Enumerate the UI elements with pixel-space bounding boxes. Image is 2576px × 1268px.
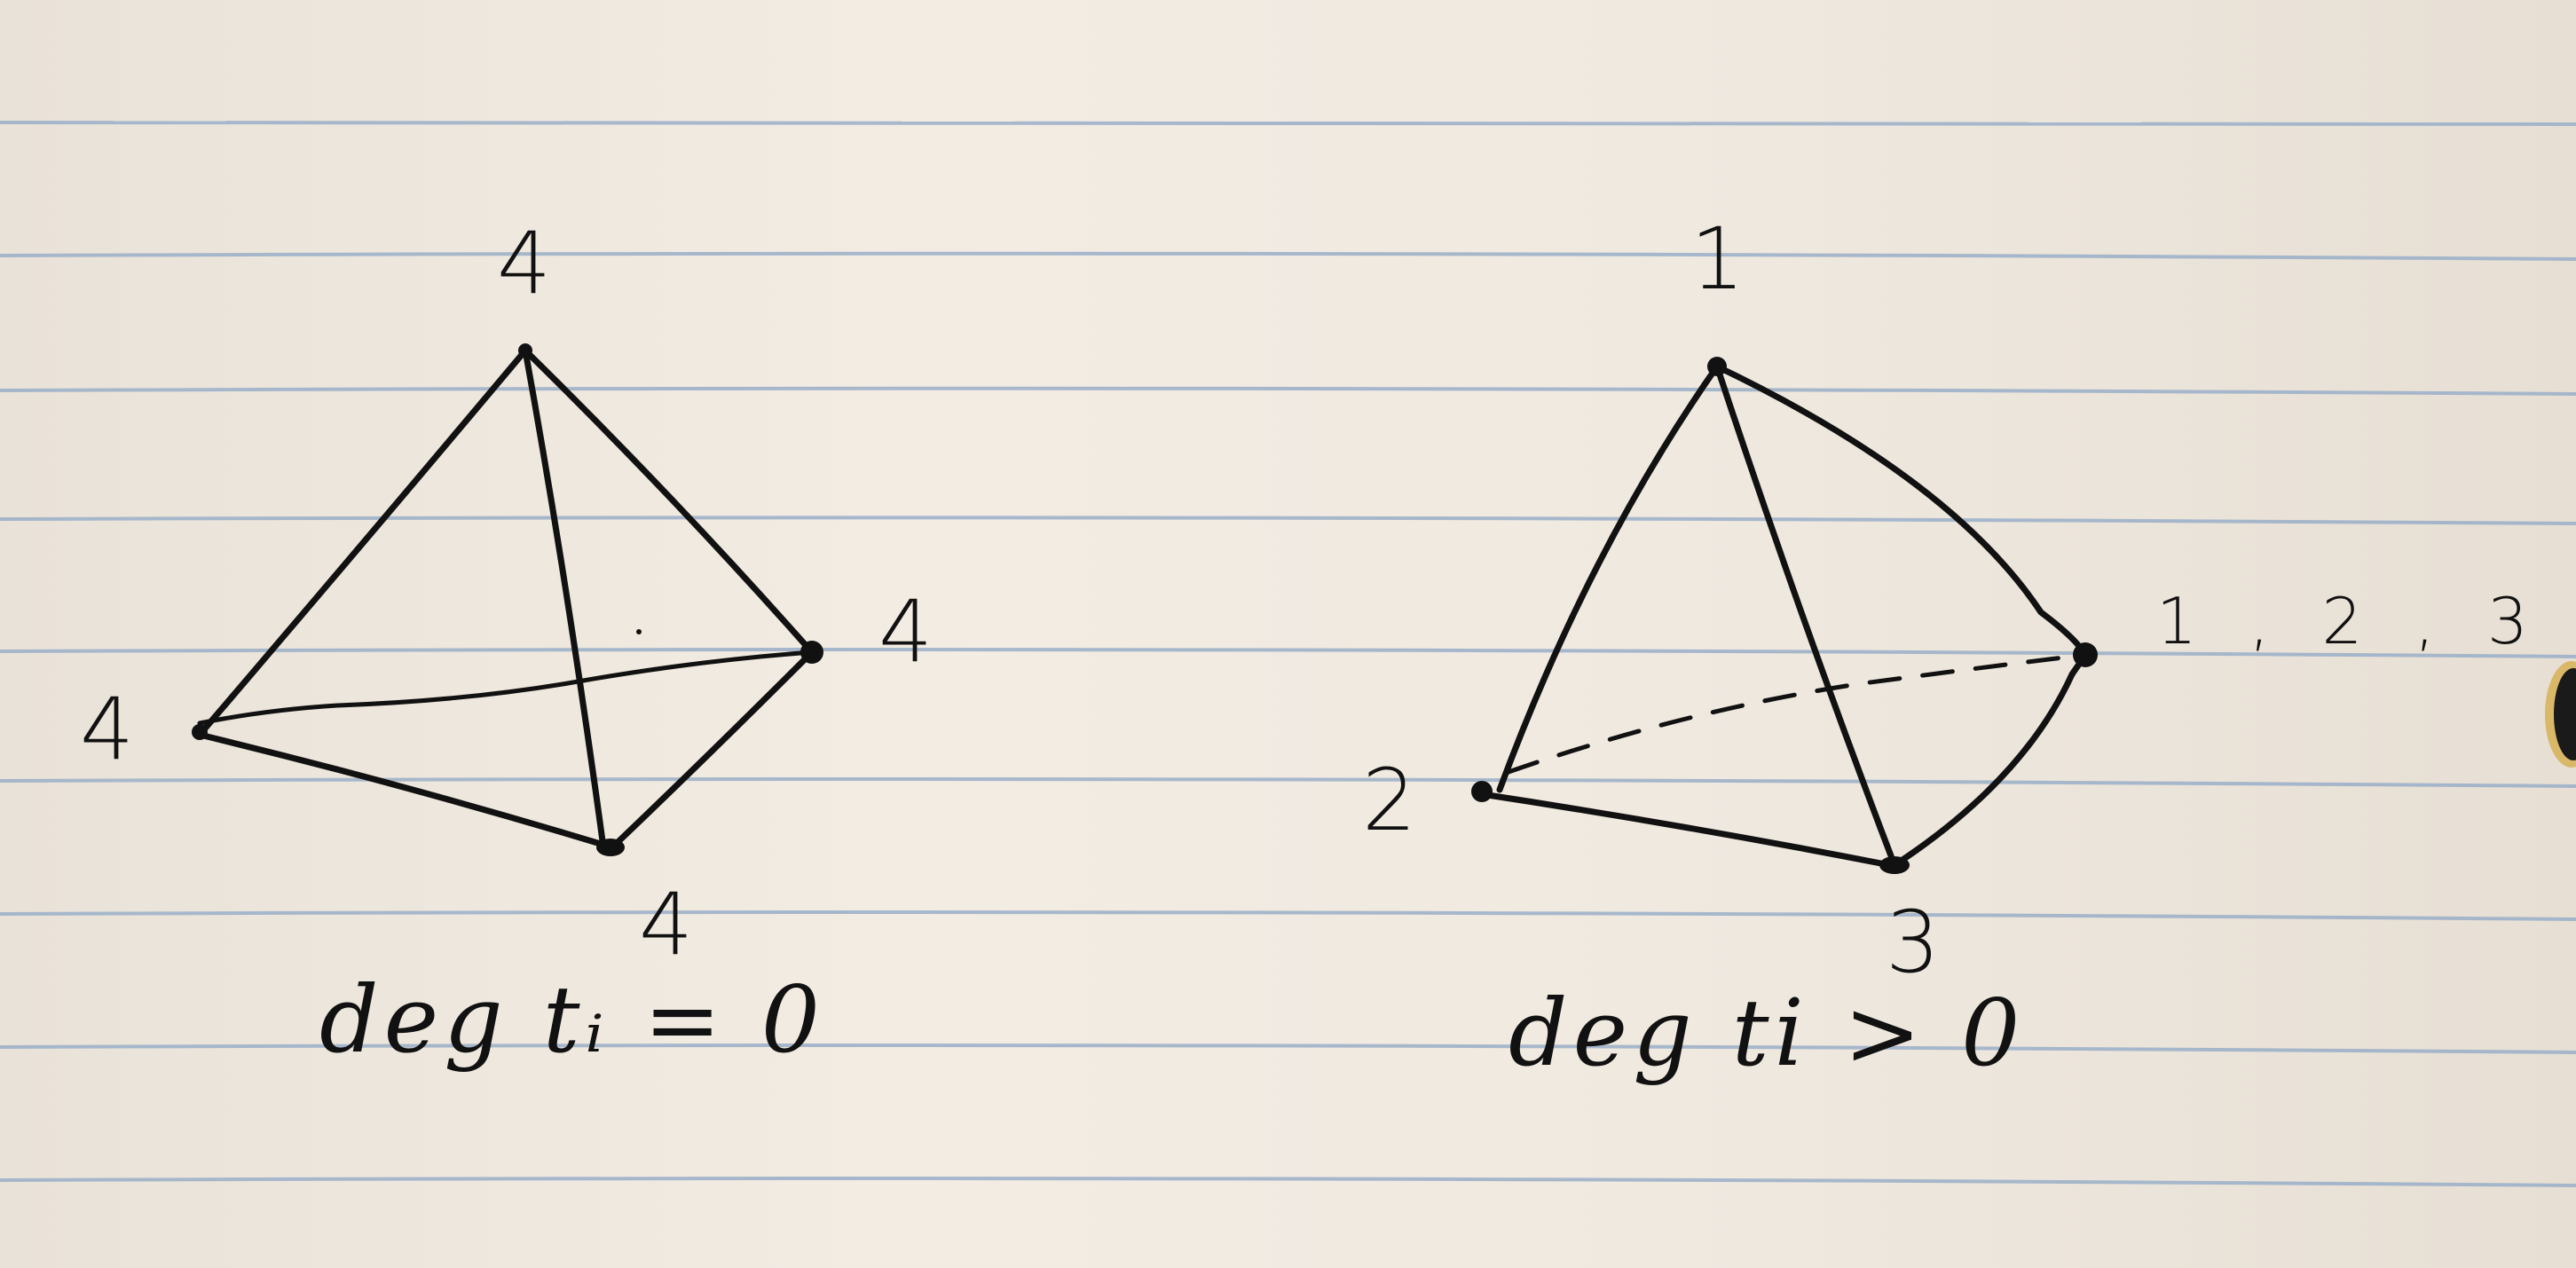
edge-top-right bbox=[522, 347, 815, 656]
vertex-label-left: 4 bbox=[80, 680, 134, 779]
vertex-top bbox=[518, 343, 532, 358]
vertex-right bbox=[2073, 642, 2098, 667]
vertex-label-right: 4 bbox=[878, 582, 933, 681]
edge-top-right bbox=[1713, 363, 2089, 658]
edge-left-bottom bbox=[1478, 791, 1894, 869]
caption-right: deg ti > 0 bbox=[1509, 979, 2025, 1087]
vertex-bottom bbox=[596, 839, 625, 856]
edge-bottom-right bbox=[609, 649, 815, 851]
edge-left-bottom bbox=[196, 731, 616, 851]
tetrahedron-left: 4 4 4 4 deg tᵢ = 0 bbox=[80, 214, 933, 1074]
vertex-left bbox=[1471, 781, 1493, 802]
vertex-label-top: 4 bbox=[497, 214, 551, 313]
edge-top-bottom bbox=[522, 347, 607, 851]
vertex-label-top: 1 bbox=[1690, 209, 1745, 309]
ruled-lines bbox=[0, 119, 2576, 1187]
edge-left-right-hidden bbox=[1506, 652, 2088, 775]
edge-bottom-right bbox=[1891, 653, 2089, 869]
caption-left: deg tᵢ = 0 bbox=[319, 965, 825, 1074]
vertex-left bbox=[192, 724, 208, 740]
vertex-bottom bbox=[1879, 856, 1910, 874]
vertex-right bbox=[800, 641, 823, 664]
edge-top-bottom bbox=[1713, 363, 1898, 869]
stray-dot bbox=[636, 629, 642, 634]
edge-top-left bbox=[196, 347, 529, 738]
vertex-top bbox=[1707, 357, 1727, 376]
vertex-label-left: 2 bbox=[1362, 751, 1416, 850]
vertex-label-right: 1 , 2 , 3 , 4 bbox=[2156, 584, 2576, 658]
edge-top-left bbox=[1496, 363, 1721, 793]
binder-hole bbox=[2545, 661, 2576, 768]
vertex-label-bottom: 3 bbox=[1886, 893, 1940, 992]
vertex-label-bottom: 4 bbox=[639, 875, 693, 974]
edge-left-right-hidden bbox=[197, 650, 815, 726]
tetrahedron-right: 1 2 1 , 2 , 3 , 4 3 deg ti > 0 bbox=[1362, 209, 2576, 1087]
